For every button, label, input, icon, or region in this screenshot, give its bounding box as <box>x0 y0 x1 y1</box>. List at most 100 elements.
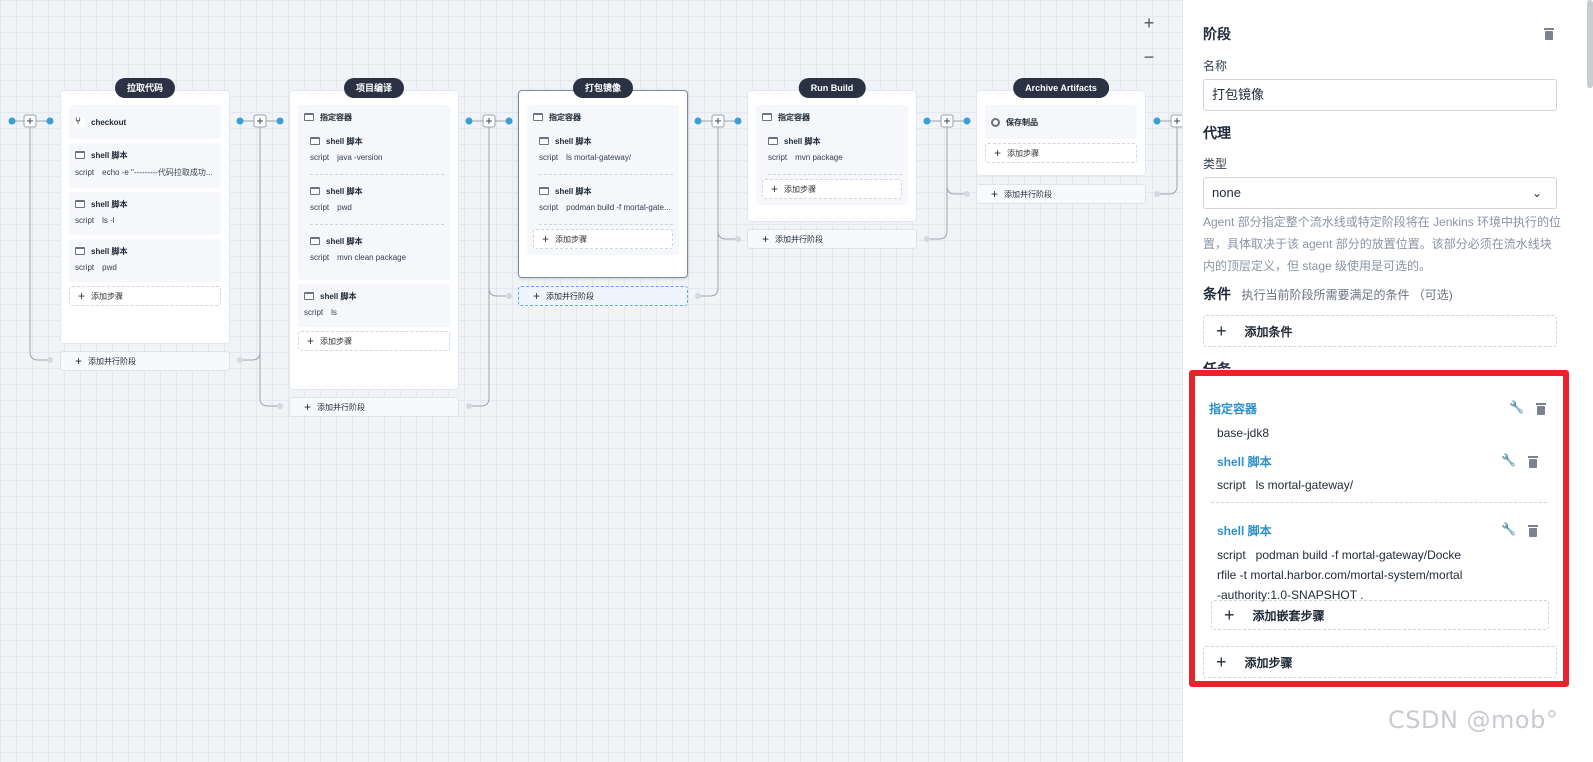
name-label: 名称 <box>1203 59 1228 73</box>
agent-description: Agent 部分指定整个流水线或特定阶段将在 Jenkins 环境中执行的位置，… <box>1203 215 1562 273</box>
stage-title[interactable]: 项目编译 <box>343 78 405 98</box>
pipeline-canvas[interactable]: + − <box>0 0 1182 762</box>
terminal-icon <box>310 137 320 145</box>
container-icon <box>533 113 543 121</box>
agent-type-select[interactable]: none ⌄ <box>1203 177 1557 209</box>
condition-row: 条件 执行当前阶段所需要满足的条件 （可选) <box>1203 284 1453 304</box>
plus-icon: + <box>1216 320 1227 341</box>
zoom-in-button[interactable]: + <box>1143 13 1155 33</box>
terminal-icon <box>310 187 320 195</box>
add-condition-button[interactable]: + 添加条件 <box>1203 315 1557 347</box>
zoom-out-button[interactable]: − <box>1143 47 1155 67</box>
archive-icon <box>991 117 1000 127</box>
add-step-button[interactable]: +添加步骤 <box>533 229 673 249</box>
add-parallel-stage-button[interactable]: +添加并行阶段 <box>747 229 917 249</box>
wrench-icon[interactable]: 🔧 <box>1509 400 1524 414</box>
plus-icon: + <box>991 187 999 201</box>
wrench-icon[interactable]: 🔧 <box>1501 522 1516 536</box>
chevron-down-icon: ⌄ <box>1531 186 1542 200</box>
type-label: 类型 <box>1203 157 1228 171</box>
stage-title[interactable]: 打包镜像 <box>572 78 634 98</box>
terminal-icon <box>768 137 778 145</box>
stage-title[interactable]: Run Build <box>798 78 866 98</box>
branch-icon: ⑂ <box>75 117 85 127</box>
delete-step-icon[interactable] <box>1528 456 1538 468</box>
delete-step-icon[interactable] <box>1528 525 1538 537</box>
nested-shell-label: shell 脚本 <box>1217 455 1272 469</box>
container-step-label: 指定容器 <box>1209 402 1258 416</box>
terminal-icon <box>75 151 85 159</box>
terminal-icon <box>310 237 320 245</box>
delete-container-icon[interactable] <box>1536 403 1546 415</box>
stage-title[interactable]: 拉取代码 <box>114 78 176 98</box>
condition-hint: 执行当前阶段所需要满足的条件 （可选) <box>1241 288 1453 302</box>
step-archive[interactable]: 保存制品 <box>985 105 1137 139</box>
step-checkout[interactable]: ⑂checkout <box>69 105 221 139</box>
plus-icon: + <box>1224 604 1235 625</box>
plus-icon: + <box>1216 651 1227 672</box>
watermark: CSDN @mob° <box>1388 706 1559 734</box>
add-step-button[interactable]: +添加步骤 <box>298 331 450 351</box>
stage-title[interactable]: Archive Artifacts <box>1013 78 1109 98</box>
stage-connectors <box>8 114 1182 409</box>
plus-icon: + <box>771 182 779 196</box>
highlight-annotation <box>1189 370 1569 687</box>
add-step-button[interactable]: +添加步骤 <box>69 286 221 306</box>
stage-config-panel: 阶段 名称 打包镜像 代理 类型 none ⌄ Agent 部分指定整个流水线或… <box>1182 0 1593 762</box>
tasks-heading: 任务 <box>1203 361 1231 369</box>
plus-icon: + <box>542 232 550 246</box>
container-icon <box>304 113 314 121</box>
add-parallel-stage-button[interactable]: +添加并行阶段 <box>60 351 230 371</box>
add-parallel-stage-button[interactable]: +添加并行阶段 <box>976 184 1146 204</box>
plus-icon: + <box>762 232 770 246</box>
add-parallel-stage-button[interactable]: +添加并行阶段 <box>289 397 459 417</box>
add-parallel-stage-button[interactable]: +添加并行阶段 <box>518 286 688 306</box>
plus-icon: + <box>75 354 83 368</box>
add-nested-step-button[interactable]: + 添加嵌套步骤 <box>1211 600 1549 630</box>
stage-name-input[interactable]: 打包镜像 <box>1203 79 1557 111</box>
add-step-button[interactable]: +添加步骤 <box>762 179 902 199</box>
plus-icon: + <box>307 334 315 348</box>
terminal-icon <box>539 137 549 145</box>
plus-icon: + <box>994 146 1002 160</box>
nested-shell-label: shell 脚本 <box>1217 524 1272 538</box>
terminal-icon <box>75 247 85 255</box>
agent-heading: 代理 <box>1203 125 1231 141</box>
stage-heading: 阶段 <box>1203 26 1231 42</box>
stage-card-archive-artifacts[interactable]: 保存制品 +添加步骤 <box>976 90 1146 176</box>
container-icon <box>762 113 772 121</box>
plus-icon: + <box>533 289 541 303</box>
plus-icon: + <box>304 400 312 414</box>
terminal-icon <box>539 187 549 195</box>
scrollbar[interactable] <box>1587 0 1593 88</box>
add-step-button[interactable]: + 添加步骤 <box>1203 646 1557 678</box>
delete-stage-icon[interactable] <box>1544 28 1554 40</box>
add-step-button[interactable]: +添加步骤 <box>985 143 1137 163</box>
plus-icon: + <box>78 289 86 303</box>
terminal-icon <box>75 200 85 208</box>
divider <box>1211 502 1547 503</box>
wrench-icon[interactable]: 🔧 <box>1501 453 1516 467</box>
container-value: base-jdk8 <box>1217 426 1270 440</box>
condition-heading: 条件 <box>1203 286 1231 302</box>
